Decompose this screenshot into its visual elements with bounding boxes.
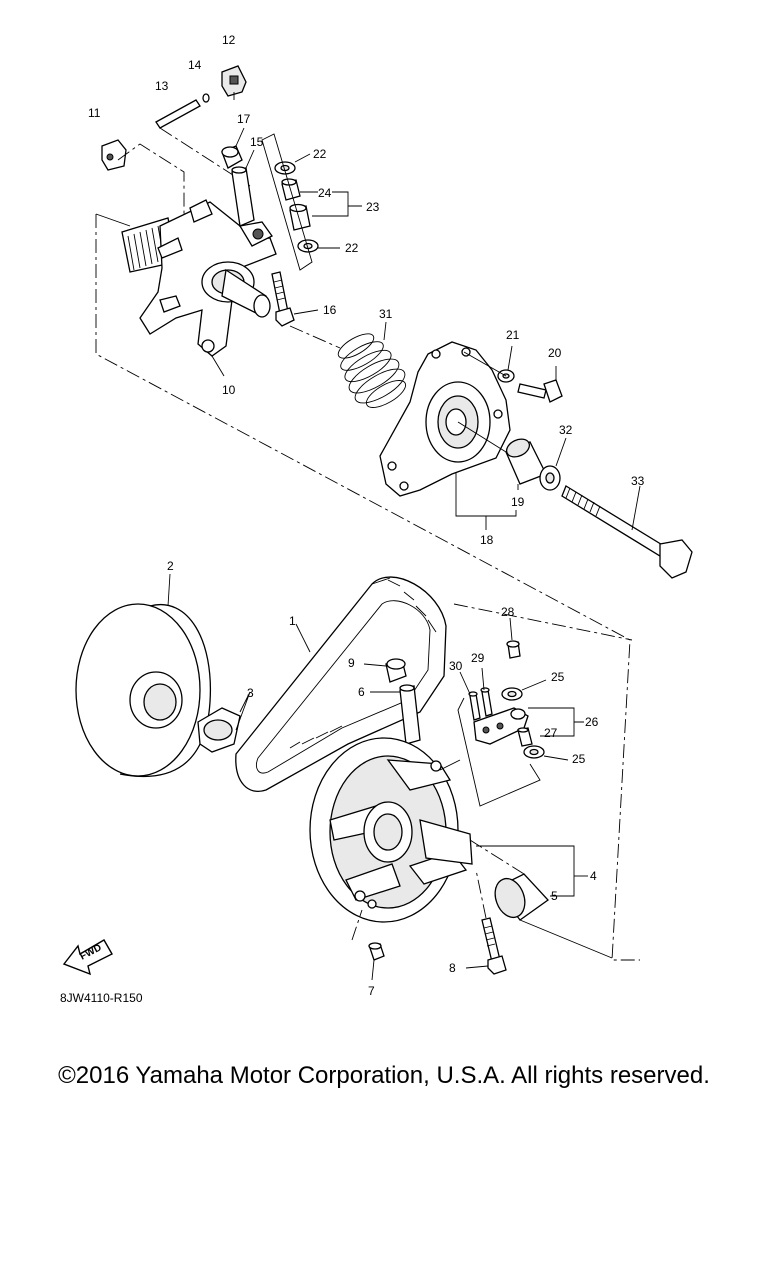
part-12-clip[interactable] [221, 65, 247, 100]
callout-33: 33 [631, 474, 645, 488]
part-25-washer-lower[interactable] [523, 745, 569, 761]
leader-bracket-26 [528, 707, 584, 737]
leader-bracket-stack [261, 133, 313, 271]
callout-2: 2 [167, 559, 174, 573]
leader-bracket-weights [439, 697, 541, 807]
drawing-code: 8JW4110-R150 [60, 991, 143, 1005]
callout-labels: 1 2 3 4 5 6 7 8 9 10 11 12 13 14 15 16 1… [88, 33, 645, 998]
leader-line [95, 213, 131, 227]
part-1-drive-belt[interactable] [235, 576, 447, 792]
callout-23: 23 [366, 200, 380, 214]
callout-9: 9 [348, 656, 355, 670]
leader-line [459, 667, 485, 695]
part-28-bolt[interactable] [506, 617, 521, 659]
callout-24: 24 [318, 186, 332, 200]
callout-7: 7 [368, 984, 375, 998]
part-20-bolt[interactable] [517, 366, 563, 403]
part-7-plug[interactable] [351, 909, 385, 981]
part-10-spider-hub[interactable] [121, 199, 277, 357]
part-32-washer[interactable] [539, 437, 567, 491]
assembly-boundary-line [453, 603, 633, 641]
leader-bracket-23 [300, 191, 362, 217]
callout-12: 12 [222, 33, 236, 47]
part-18-cover-plate[interactable] [379, 341, 511, 497]
callout-21: 21 [506, 328, 520, 342]
part-8-bolt[interactable] [465, 869, 507, 975]
part-33-long-bolt[interactable] [561, 485, 693, 579]
part-2-fixed-sheave[interactable] [75, 573, 212, 778]
callout-30: 30 [449, 659, 463, 673]
callout-26: 26 [585, 715, 599, 729]
center-line [469, 839, 525, 875]
callout-6: 6 [358, 685, 365, 699]
part-5-bushing[interactable] [490, 873, 613, 959]
part-15-sleeve[interactable] [231, 149, 255, 227]
forward-direction-arrow-icon: FWD [62, 939, 113, 976]
callout-32: 32 [559, 423, 573, 437]
callout-13: 13 [155, 79, 169, 93]
callout-16: 16 [323, 303, 337, 317]
callout-17: 17 [237, 112, 251, 126]
callout-25-upper: 25 [551, 670, 565, 684]
callout-1: 1 [289, 614, 296, 628]
callout-22-upper: 22 [313, 147, 327, 161]
callout-25-lower: 25 [572, 752, 586, 766]
callout-15: 15 [250, 135, 264, 149]
copyright-notice: ©2016 Yamaha Motor Corporation, U.S.A. A… [58, 1062, 710, 1089]
part-21-washer[interactable] [497, 345, 515, 383]
part-22-washer-upper[interactable] [274, 153, 311, 175]
part-9-nut[interactable] [363, 658, 407, 683]
callout-5: 5 [551, 889, 558, 903]
leader-line [463, 351, 507, 377]
part-29-pin[interactable] [480, 687, 493, 717]
callout-10: 10 [222, 383, 236, 397]
center-line [289, 325, 341, 349]
part-31-spring[interactable] [335, 321, 410, 413]
callout-28: 28 [501, 605, 515, 619]
leader-line [211, 355, 225, 377]
part-11-block[interactable] [101, 139, 185, 224]
callout-20: 20 [548, 346, 562, 360]
callout-22-lower: 22 [345, 241, 359, 255]
exploded-parts-diagram: FWD 8JW4110-R150 1 2 3 4 5 6 7 8 9 10 11… [60, 33, 693, 1005]
part-23-bushing[interactable] [289, 203, 311, 231]
part-3-split-bushing[interactable] [197, 691, 251, 753]
part-22-washer-lower[interactable] [297, 239, 340, 253]
callout-29: 29 [471, 651, 485, 665]
part-24-collar[interactable] [281, 178, 301, 201]
part-13-pin[interactable] [155, 99, 251, 187]
callout-31: 31 [379, 307, 393, 321]
callout-27: 27 [544, 726, 558, 740]
callout-4: 4 [590, 869, 597, 883]
part-14-o-ring[interactable] [202, 93, 210, 103]
part-25-washer-upper[interactable] [501, 679, 547, 701]
callout-18: 18 [480, 533, 494, 547]
callout-11: 11 [88, 106, 101, 120]
part-16-bolt[interactable] [271, 271, 319, 327]
callout-8: 8 [449, 961, 456, 975]
callout-14: 14 [188, 58, 202, 72]
part-30-pin[interactable] [468, 691, 481, 721]
callout-19: 19 [511, 495, 525, 509]
part-19-bushing[interactable] [504, 436, 547, 490]
callout-3: 3 [247, 686, 254, 700]
part-4-movable-sheave[interactable] [309, 737, 588, 923]
part-27-collar[interactable] [517, 727, 533, 747]
part-17-nut[interactable] [221, 127, 245, 169]
